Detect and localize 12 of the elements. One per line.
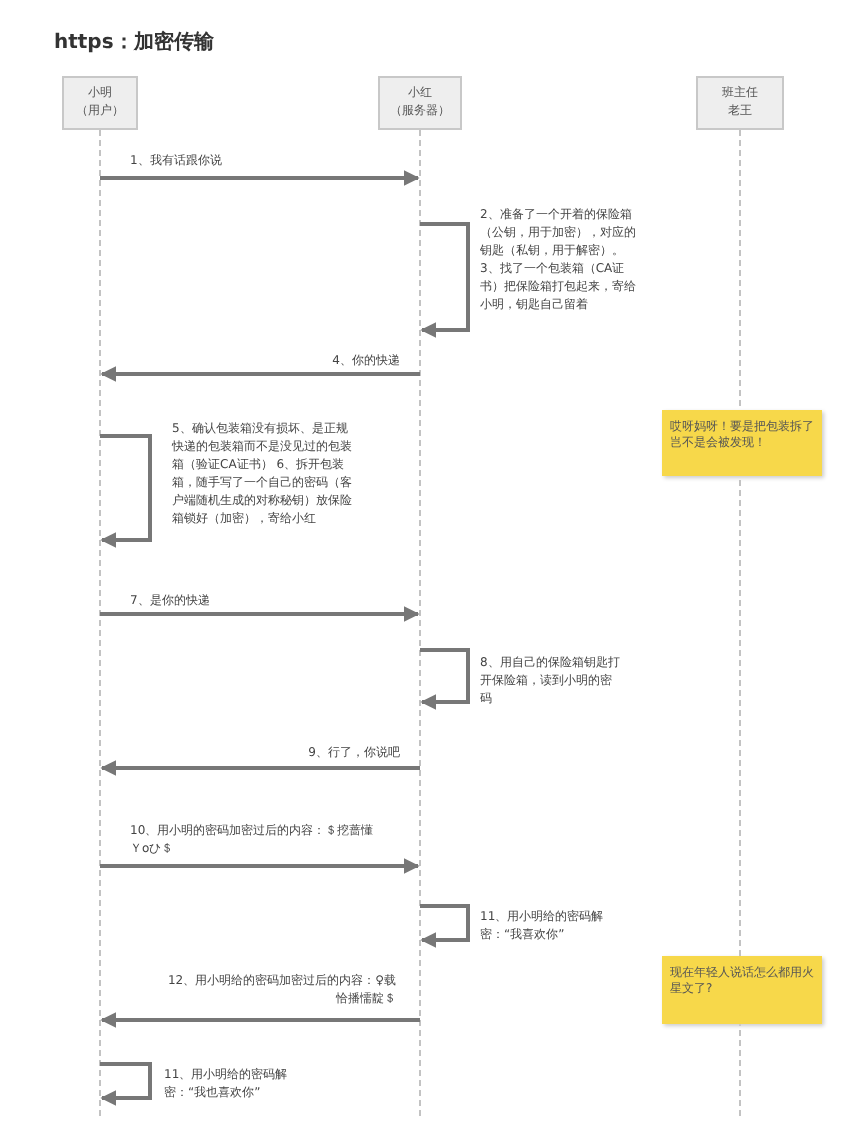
message-arrow	[100, 606, 420, 622]
self-message-arrow	[420, 648, 470, 710]
message-arrow	[100, 760, 420, 776]
self-message-arrow	[100, 434, 152, 548]
message-arrow	[100, 366, 420, 382]
self-message-arrow	[100, 1062, 152, 1106]
diagram-title: https：加密传输	[54, 29, 214, 56]
message-arrow	[100, 1012, 420, 1028]
message-arrow	[100, 858, 420, 874]
self-message-arrow	[420, 222, 470, 338]
message-arrow	[100, 170, 420, 186]
self-message-arrow	[420, 904, 470, 948]
